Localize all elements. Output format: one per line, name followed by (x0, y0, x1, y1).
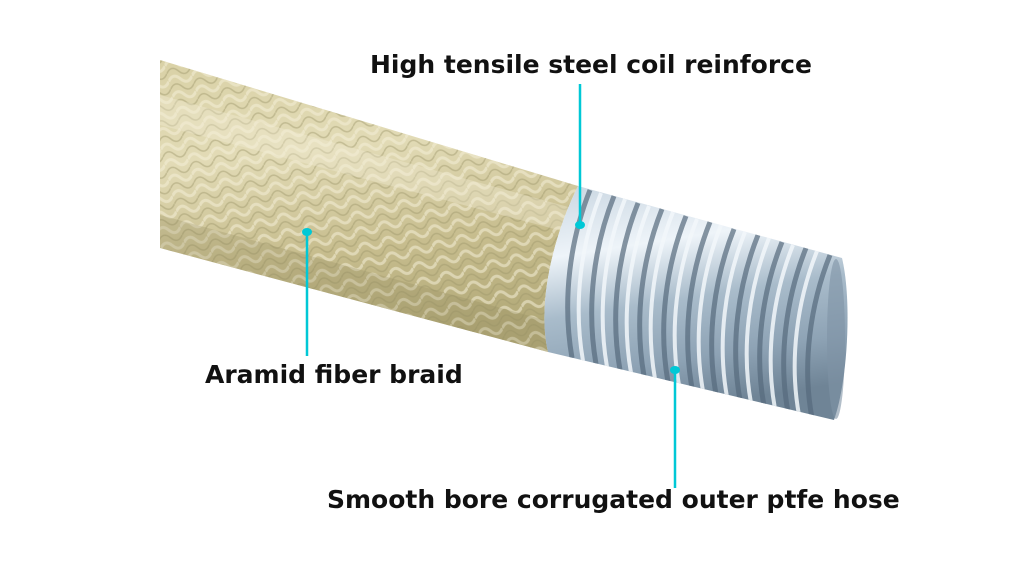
braid-shadow (160, 215, 552, 352)
braid-weave-texture (160, 60, 578, 352)
coil-end-face (827, 259, 845, 419)
coil-ridges (565, 189, 833, 419)
leader-lines (302, 84, 680, 488)
label-aramid-fiber-braid: Aramid fiber braid (205, 360, 463, 389)
aramid-braid-section (160, 60, 578, 352)
leader-dot-ptfe (670, 366, 680, 374)
leader-dot-aramid (302, 228, 312, 236)
label-ptfe-hose: Smooth bore corrugated outer ptfe hose (327, 485, 900, 514)
leader-dot-steel (575, 221, 585, 229)
braid-highlight (160, 95, 572, 232)
steel-coil-section (544, 186, 848, 420)
label-steel-coil-reinforce: High tensile steel coil reinforce (370, 50, 812, 79)
